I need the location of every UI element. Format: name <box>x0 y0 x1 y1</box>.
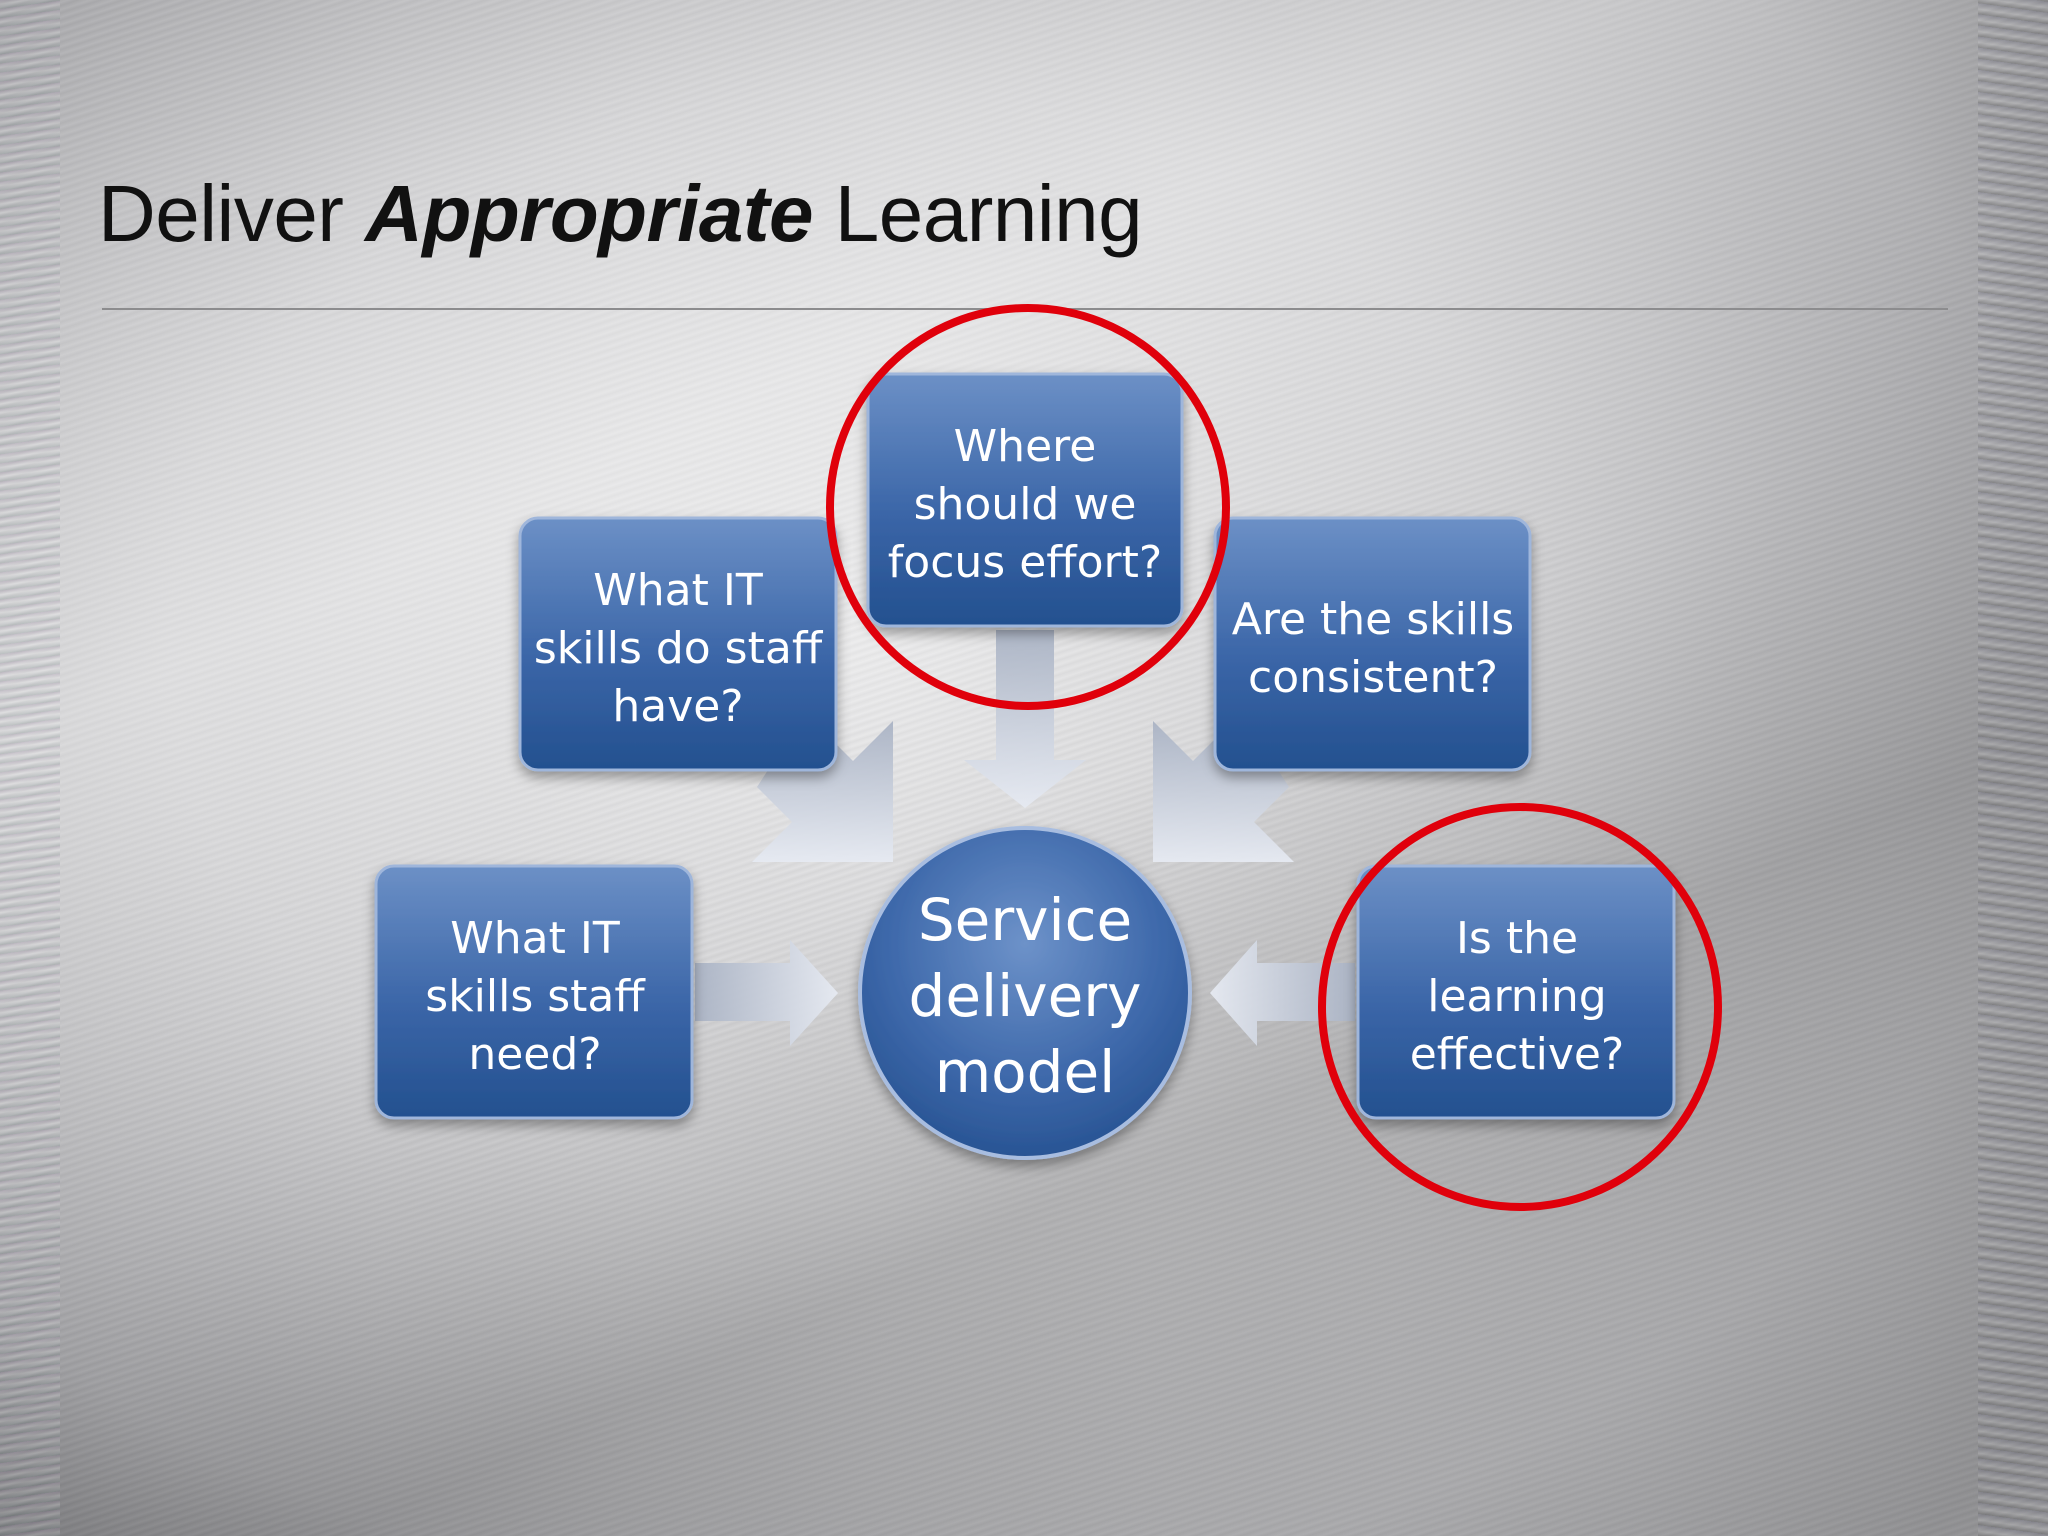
node-right: Is the learning effective? <box>1356 864 1676 1120</box>
node-top-center-line-2: should we <box>914 479 1137 530</box>
background-edge-right <box>1978 0 2048 1536</box>
node-left-line-2: skills staff <box>425 971 646 1022</box>
center-node-line-1: Service <box>918 886 1132 954</box>
node-top-left-line-3: have? <box>612 681 743 732</box>
arrow-top-center <box>964 630 1086 808</box>
arrow-left <box>695 940 838 1046</box>
node-top-left: What IT skills do staff have? <box>518 516 838 772</box>
node-top-center: Where should we focus effort? <box>866 372 1184 628</box>
node-top-left-line-2: skills do staff <box>534 623 824 674</box>
center-node-line-3: model <box>935 1038 1116 1106</box>
highlight-circle-right <box>1318 803 1722 1211</box>
node-left-line-3: need? <box>468 1029 601 1080</box>
title-text-after: Learning <box>813 169 1143 258</box>
highlight-circle-top-center <box>826 304 1230 710</box>
node-top-right-line-1: Are the skills <box>1232 594 1514 645</box>
background-edge-left <box>0 0 60 1536</box>
center-node-line-2: delivery <box>909 962 1142 1030</box>
title-text-before: Deliver <box>98 169 366 258</box>
node-top-right: Are the skills consistent? <box>1213 516 1532 772</box>
node-left-line-1: What IT <box>450 913 620 964</box>
node-left: What IT skills staff need? <box>374 864 694 1120</box>
node-right-line-1: Is the <box>1456 913 1578 964</box>
node-top-center-line-3: focus effort? <box>888 537 1162 588</box>
node-top-center-line-1: Where <box>954 421 1097 472</box>
node-right-line-3: effective? <box>1410 1029 1625 1080</box>
node-right-line-2: learning <box>1427 971 1607 1022</box>
center-node: Service delivery model <box>858 826 1192 1160</box>
node-top-left-line-1: What IT <box>593 565 763 616</box>
node-top-right-line-2: consistent? <box>1248 652 1498 703</box>
arrow-right <box>1210 940 1355 1046</box>
slide-title: Deliver Appropriate Learning <box>98 168 1143 260</box>
title-emphasis: Appropriate <box>365 169 814 258</box>
